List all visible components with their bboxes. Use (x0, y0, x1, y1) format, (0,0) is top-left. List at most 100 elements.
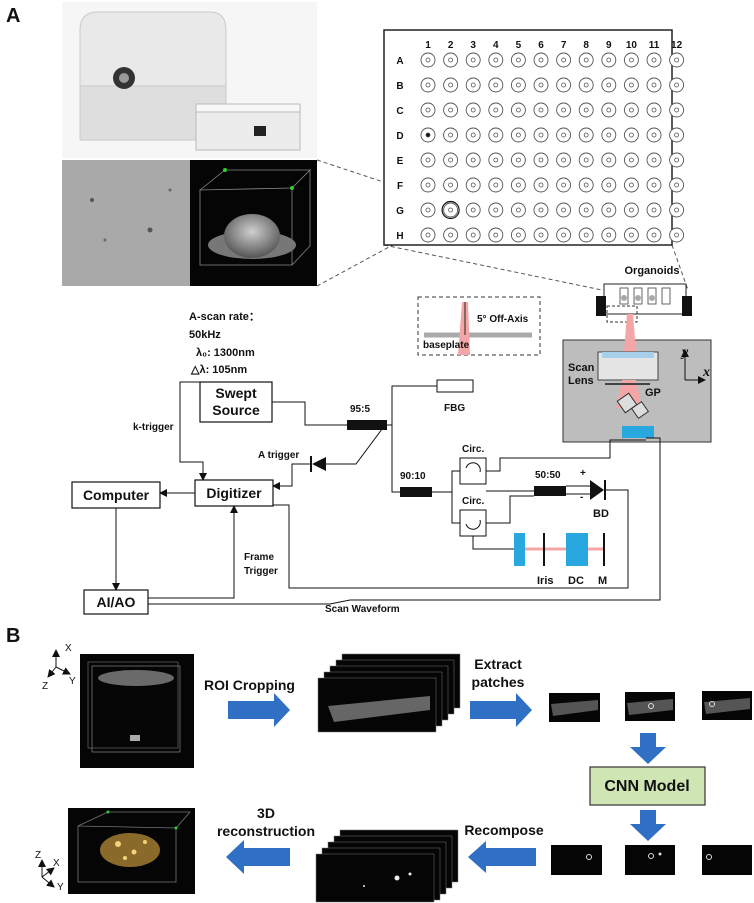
plate-well-center (516, 107, 521, 113)
arrow-down-1 (630, 733, 666, 764)
plate-well-center (493, 157, 499, 163)
coupler-50-50 (534, 486, 566, 496)
plate-well-center (674, 232, 679, 238)
plate-well-center (629, 207, 634, 213)
plate-well-center (516, 82, 521, 88)
circulator-1 (459, 457, 487, 485)
plate-well (669, 202, 685, 218)
iris-label: Iris (537, 575, 554, 587)
reference-arm (514, 533, 605, 566)
plate-well-center (561, 82, 566, 88)
plate-well (601, 227, 617, 243)
plate-column-label: 12 (671, 40, 683, 51)
plate-well-center (516, 207, 521, 213)
plate-well (669, 127, 685, 143)
scan-head (562, 314, 712, 443)
plate-well-center (583, 232, 589, 238)
plate-well-center (538, 57, 544, 63)
plate-well-center (674, 182, 679, 188)
plate-well (601, 77, 617, 93)
arrow-recompose (468, 841, 536, 873)
plate-well (646, 77, 662, 93)
plate-well-center (516, 132, 521, 138)
bandwidth: △λ: 105nm (190, 364, 247, 376)
plate-well-center (425, 182, 431, 188)
plate-well-center (493, 207, 499, 213)
plate-well (510, 52, 526, 68)
organoids-label: Organoids (624, 265, 679, 277)
axes2-x: X (53, 858, 60, 869)
plate-column-label: 1 (425, 40, 431, 51)
plate-well (556, 102, 572, 118)
plate-well-center (674, 132, 679, 138)
plate-well-center (561, 57, 566, 63)
plate-row-label: C (396, 106, 403, 117)
plate-well (465, 52, 481, 68)
plate-well (556, 77, 572, 93)
plate-well (601, 177, 617, 193)
plate-well (443, 152, 459, 168)
plate-well (669, 177, 685, 193)
plate-well (510, 102, 526, 118)
plate-well-center (493, 182, 499, 188)
swept-source-label-1: Swept (215, 385, 257, 401)
coupler-95-5 (347, 420, 387, 430)
plate-well-center (651, 107, 657, 113)
plate-well (556, 127, 572, 143)
plate-column-label: 6 (538, 40, 544, 51)
plate-well (578, 152, 594, 168)
plate-well-center (674, 207, 679, 213)
ascan-rate-label: A-scan rate： (189, 311, 260, 323)
plate-well-center (538, 132, 544, 138)
microscopy-image (62, 160, 190, 286)
plate-well (465, 177, 481, 193)
plate-well (533, 152, 549, 168)
plate-well (646, 152, 662, 168)
plate-column-label: 10 (626, 40, 638, 51)
plate-well (669, 152, 685, 168)
plate-well (533, 227, 549, 243)
scan-lens-label-2: Lens (568, 375, 594, 387)
plate-well (669, 52, 685, 68)
plate-row-label: B (396, 81, 403, 92)
plate-well (623, 52, 639, 68)
plate-well (443, 52, 459, 68)
plate-well (510, 202, 526, 218)
plate-well (465, 152, 481, 168)
plate-row-label: H (396, 231, 403, 242)
plate-well (601, 202, 617, 218)
plate-well-center (606, 57, 612, 63)
plate-well (533, 102, 549, 118)
coupler-50-50-label: 50:50 (535, 470, 561, 481)
organoid-3d-render (190, 160, 317, 286)
plate-well-center (448, 232, 454, 238)
axes2-z: Z (35, 850, 41, 861)
plate-well (488, 102, 504, 118)
plate-row-label: E (397, 156, 404, 167)
plate-well-center (493, 82, 499, 88)
plate-well (465, 227, 481, 243)
fbg-label: FBG (444, 403, 465, 414)
cnn-model-label: CNN Model (604, 778, 689, 795)
photodiode (312, 457, 326, 471)
plate-well (488, 152, 504, 168)
plate-well (623, 202, 639, 218)
plate-well (488, 127, 504, 143)
bd-plus: + (580, 468, 586, 479)
recomposed-slices-stack (315, 829, 459, 903)
extract-label-2: patches (472, 674, 525, 690)
plate-well (556, 177, 572, 193)
plate-column-label: 9 (606, 40, 612, 51)
plate-well (578, 202, 594, 218)
plate-well (420, 77, 436, 93)
reconstruction-volume (68, 808, 195, 894)
plate-well-center (651, 232, 657, 238)
coupler-90-10-label: 90:10 (400, 471, 426, 482)
plate-well (623, 177, 639, 193)
plate-well-center (606, 207, 612, 213)
plate-well-center (448, 157, 454, 163)
plate-well (556, 227, 572, 243)
plate-well-center (561, 132, 566, 138)
plate-well-center (425, 232, 431, 238)
plate-well (623, 77, 639, 93)
